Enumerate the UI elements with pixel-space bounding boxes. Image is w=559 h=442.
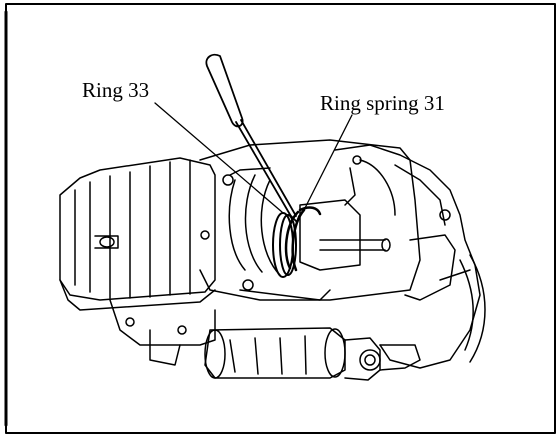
screwdriver <box>205 53 300 223</box>
ring-part <box>272 212 297 278</box>
armature <box>109 299 421 381</box>
leader-line-ring-spring <box>303 114 353 211</box>
ring-label: Ring 33 <box>82 78 150 102</box>
handle-housing <box>334 144 486 369</box>
ring-spring-label: Ring spring 31 <box>320 91 445 115</box>
motor-housing <box>59 157 216 311</box>
frame-border <box>5 3 556 434</box>
gear-case <box>199 139 421 301</box>
leader-line-ring <box>154 102 283 213</box>
